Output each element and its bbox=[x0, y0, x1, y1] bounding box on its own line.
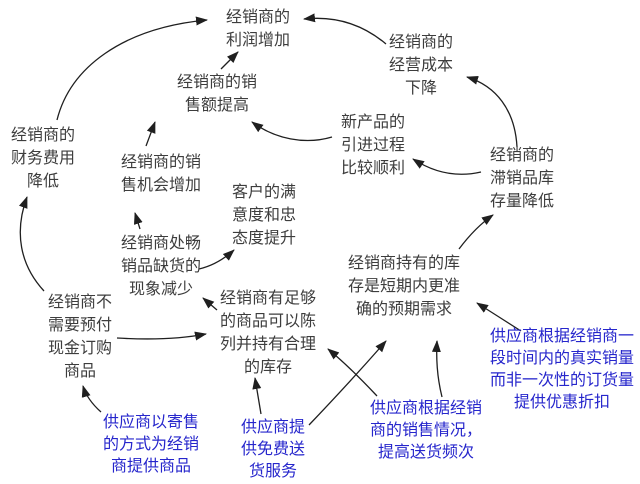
node-finance-cost-down: 经销商的 财务费用 降低 bbox=[6, 124, 80, 193]
node-sales-opportunity-increase: 经销商的销 售机会增加 bbox=[103, 151, 219, 197]
arrow-inventory-to-unsold bbox=[458, 214, 494, 250]
node-supplier-free-delivery: 供应商提 供免费送 货服务 bbox=[234, 417, 312, 483]
node-line: 财务费用 bbox=[10, 150, 75, 167]
arrow-salesamount-to-profit bbox=[220, 51, 239, 70]
node-line: 意度和忠 bbox=[231, 207, 296, 224]
node-line: 经销商的 bbox=[10, 127, 75, 144]
arrow-freedelivery-to-enough bbox=[252, 377, 262, 415]
node-line: 经销商不 bbox=[47, 294, 112, 311]
node-unsold-inventory-down: 经销商的 滞销品库 存量降低 bbox=[482, 144, 562, 213]
node-line: 确的预期需求 bbox=[355, 301, 452, 318]
node-line: 售机会增加 bbox=[120, 177, 201, 194]
node-line: 售额提高 bbox=[184, 97, 249, 114]
node-profit-increase: 经销商的 利润增加 bbox=[219, 6, 297, 52]
arrow-freedelivery-to-inventory bbox=[308, 340, 387, 426]
node-line: 列并持有合理 bbox=[219, 336, 316, 353]
arrow-stockout-to-salesopp bbox=[133, 212, 143, 230]
node-line: 的商品可以陈 bbox=[219, 313, 316, 330]
node-line: 货服务 bbox=[248, 463, 297, 480]
arrow-unsold-to-opcost bbox=[466, 75, 518, 148]
node-line: 商品 bbox=[63, 363, 96, 380]
node-line: 经营成本 bbox=[388, 57, 453, 74]
arrow-frequency-to-enough bbox=[327, 348, 378, 397]
node-line: 存是短期内更准 bbox=[347, 278, 460, 295]
arrow-noprepay-to-enough bbox=[116, 331, 207, 341]
node-line: 段时间内的真实销量 bbox=[489, 350, 634, 367]
arrow-discount-to-inventory bbox=[476, 302, 522, 332]
node-line: 提高送货频次 bbox=[377, 444, 474, 461]
node-line: 提供优惠折扣 bbox=[513, 394, 610, 411]
node-line: 供应商根据经销商一 bbox=[489, 328, 634, 345]
node-stockout-reduced: 经销商处畅 销品缺货的 现象减少 bbox=[111, 232, 211, 301]
node-line: 存量降低 bbox=[489, 193, 554, 210]
node-sales-amount-increase: 经销商的销 售额提高 bbox=[158, 71, 276, 117]
node-line: 现金订购 bbox=[47, 340, 112, 357]
node-line: 商的销售情况， bbox=[369, 422, 482, 439]
node-enough-goods-displayed: 经销商有足够 的商品可以陈 列并持有合理 的库存 bbox=[211, 287, 325, 379]
node-line: 下降 bbox=[404, 80, 437, 97]
arrow-consignment-to-noprepay bbox=[81, 385, 102, 413]
node-line: 降低 bbox=[26, 173, 59, 190]
node-line: 而非一次性的订货量 bbox=[489, 372, 634, 389]
node-line: 供应商以寄售 bbox=[102, 414, 199, 431]
node-line: 销品缺货的 bbox=[120, 258, 201, 275]
node-line: 经销商持有的库 bbox=[347, 255, 460, 272]
node-supplier-volume-discount: 供应商根据经销商一 段时间内的真实销量 而非一次性的订货量 提供优惠折扣 bbox=[485, 326, 639, 414]
node-no-prepayment-needed: 经销商不 需要预付 现金订购 商品 bbox=[41, 291, 119, 383]
arrow-salesopp-to-salesamount bbox=[145, 121, 156, 147]
node-line: 经销商的销 bbox=[120, 154, 201, 171]
node-line: 引进过程 bbox=[340, 137, 405, 154]
node-new-product-smooth: 新产品的 引进过程 比较顺利 bbox=[331, 111, 415, 180]
arrow-enough-to-stockout bbox=[202, 297, 218, 311]
node-customer-loyalty-up: 客户的满 意度和忠 态度提升 bbox=[222, 181, 306, 250]
node-line: 供应商根据经销 bbox=[369, 400, 482, 417]
arrow-unsold-to-newproduct bbox=[412, 158, 482, 175]
arrow-noprepay-to-finance bbox=[18, 196, 45, 292]
node-line: 利润增加 bbox=[225, 32, 290, 49]
node-line: 的方式为经销 bbox=[102, 436, 199, 453]
node-accurate-short-term-inventory: 经销商持有的库 存是短期内更准 确的预期需求 bbox=[340, 252, 468, 321]
node-line: 商提供商品 bbox=[110, 458, 191, 475]
node-line: 的库存 bbox=[243, 359, 292, 376]
node-line: 滞销品库 bbox=[489, 170, 554, 187]
node-line: 供免费送 bbox=[240, 441, 305, 458]
node-line: 需要预付 bbox=[47, 317, 112, 334]
arrow-opcost-to-profit bbox=[303, 13, 387, 45]
node-line: 经销商的 bbox=[225, 9, 290, 26]
arrow-stockout-to-customer bbox=[198, 249, 235, 270]
node-line: 态度提升 bbox=[231, 230, 296, 247]
node-supplier-delivery-frequency: 供应商根据经销 商的销售情况， 提高送货频次 bbox=[363, 398, 489, 464]
arrow-newproduct-to-salesamount bbox=[251, 121, 333, 142]
node-line: 新产品的 bbox=[340, 114, 405, 131]
arrow-frequency-to-inventory bbox=[431, 340, 443, 398]
node-line: 经销商的 bbox=[489, 147, 554, 164]
node-line: 经销商有足够 bbox=[219, 290, 316, 307]
node-line: 客户的满 bbox=[231, 184, 296, 201]
arrow-finance-to-profit bbox=[56, 16, 208, 121]
node-line: 比较顺利 bbox=[340, 160, 405, 177]
node-line: 现象减少 bbox=[128, 281, 193, 298]
node-line: 经销商的销 bbox=[176, 74, 257, 91]
node-operating-cost-down: 经销商的 经营成本 下降 bbox=[378, 31, 464, 100]
node-supplier-consignment: 供应商以寄售 的方式为经销 商提供商品 bbox=[96, 412, 206, 478]
node-line: 经销商的 bbox=[388, 34, 453, 51]
node-line: 供应商提 bbox=[240, 419, 305, 436]
node-line: 经销商处畅 bbox=[120, 235, 201, 252]
